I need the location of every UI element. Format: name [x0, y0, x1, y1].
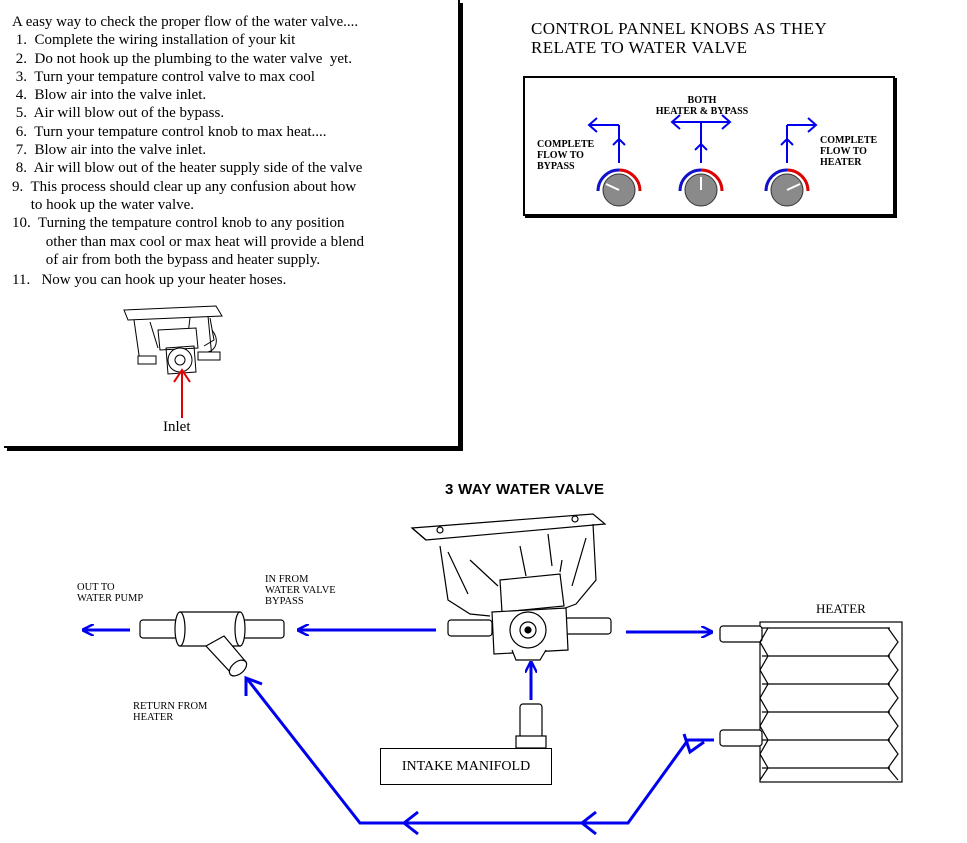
instructions-panel: [4, 0, 460, 448]
both-label-line2: HEATER & BYPASS: [655, 106, 749, 117]
step-10a: 10. Turning the tempature control knob t…: [12, 215, 345, 232]
diagram-title: 3 WAY WATER VALVE: [445, 481, 605, 498]
in-from-bypass-line1: IN FROM: [265, 574, 309, 585]
inlet-label: Inlet: [163, 419, 191, 435]
step-7: 7. Blow air into the valve inlet.: [12, 142, 207, 159]
in-from-bypass-line3: BYPASS: [265, 596, 304, 607]
step-5: 5. Air will blow out of the bypass.: [12, 105, 225, 122]
knob-both-icon: [678, 168, 724, 207]
step-10b: other than max cool or max heat will pro…: [12, 233, 364, 250]
panel-arrows: [587, 114, 818, 163]
instructions-heading: A easy way to check the proper flow of t…: [12, 14, 359, 30]
step-2: 2. Do not hook up the plumbing to the wa…: [12, 50, 352, 67]
return-chevron-2: [579, 810, 597, 836]
knob-heater-icon: [764, 168, 810, 207]
bypass-label-line1: COMPLETE: [537, 139, 595, 150]
panel-title-line2: RELATE TO WATER VALVE: [531, 38, 748, 57]
step-9b: to hook up the water valve.: [12, 196, 195, 213]
out-to-pump-label: OUT TO WATER PUMP: [77, 582, 143, 604]
knob-bypass-icon: [596, 168, 642, 207]
bypass-knob-label: COMPLETE FLOW TO BYPASS: [537, 139, 594, 172]
in-from-bypass-line2: WATER VALVE: [265, 585, 336, 596]
return-chevron-3: [401, 810, 419, 836]
step-9a: 9. This process should clear up any conf…: [12, 178, 357, 195]
intake-nipple-drawing: [515, 703, 547, 749]
heater-knob-label: COMPLETE FLOW TO HEATER: [820, 135, 877, 168]
heater-label-line1: COMPLETE: [820, 135, 878, 146]
step-4: 4. Blow air into the valve inlet.: [12, 87, 207, 104]
intake-manifold-label: INTAKE MANIFOLD: [401, 758, 531, 774]
t-fitting-drawing: [139, 611, 285, 677]
out-to-pump-line2: WATER PUMP: [77, 593, 144, 604]
heater-label: HEATER: [816, 601, 866, 616]
heater-core-drawing: [719, 621, 903, 783]
step-3: 3. Turn your tempature control valve to …: [12, 68, 315, 85]
return-chevron-1: [682, 733, 705, 755]
instructions-text: A easy way to check the proper flow of t…: [12, 13, 452, 289]
bypass-label-line2: FLOW TO: [537, 150, 584, 161]
step-6: 6. Turn your tempature control knob to m…: [12, 123, 327, 140]
step-1: 1. Complete the wiring installation of y…: [12, 32, 296, 49]
in-from-bypass-label: IN FROM WATER VALVE BYPASS: [265, 574, 336, 607]
return-from-heater-line2: HEATER: [133, 712, 174, 723]
both-label-line1: BOTH: [687, 95, 717, 106]
small-valve-sketch: [123, 305, 223, 375]
both-knob-label: BOTH HEATER & BYPASS: [647, 95, 757, 117]
step-8: 8. Air will blow out of the heater suppl…: [12, 160, 363, 177]
water-valve-drawing: [410, 513, 612, 661]
flow-return-loop: [246, 679, 714, 825]
inlet-arrow: [173, 368, 191, 418]
flow-lines: [83, 630, 714, 836]
heater-label-line3: HEATER: [820, 157, 862, 168]
heater-label-line2: FLOW TO: [820, 146, 867, 157]
intake-manifold-box: INTAKE MANIFOLD: [380, 748, 552, 785]
step-11: 11. Now you can hook up your heater hose…: [12, 272, 287, 289]
panel-title-line1: CONTROL PANNEL KNOBS AS THEY: [531, 19, 828, 38]
step-10c: of air from both the bypass and heater s…: [12, 251, 321, 268]
return-from-heater-label: RETURN FROM HEATER: [133, 701, 207, 723]
bypass-label-line3: BYPASS: [537, 161, 575, 172]
panel-title: CONTROL PANNEL KNOBS AS THEY RELATE TO W…: [531, 19, 827, 57]
return-arrowhead: [244, 675, 263, 696]
out-to-pump-line1: OUT TO: [77, 582, 115, 593]
return-from-heater-line1: RETURN FROM: [133, 701, 208, 712]
